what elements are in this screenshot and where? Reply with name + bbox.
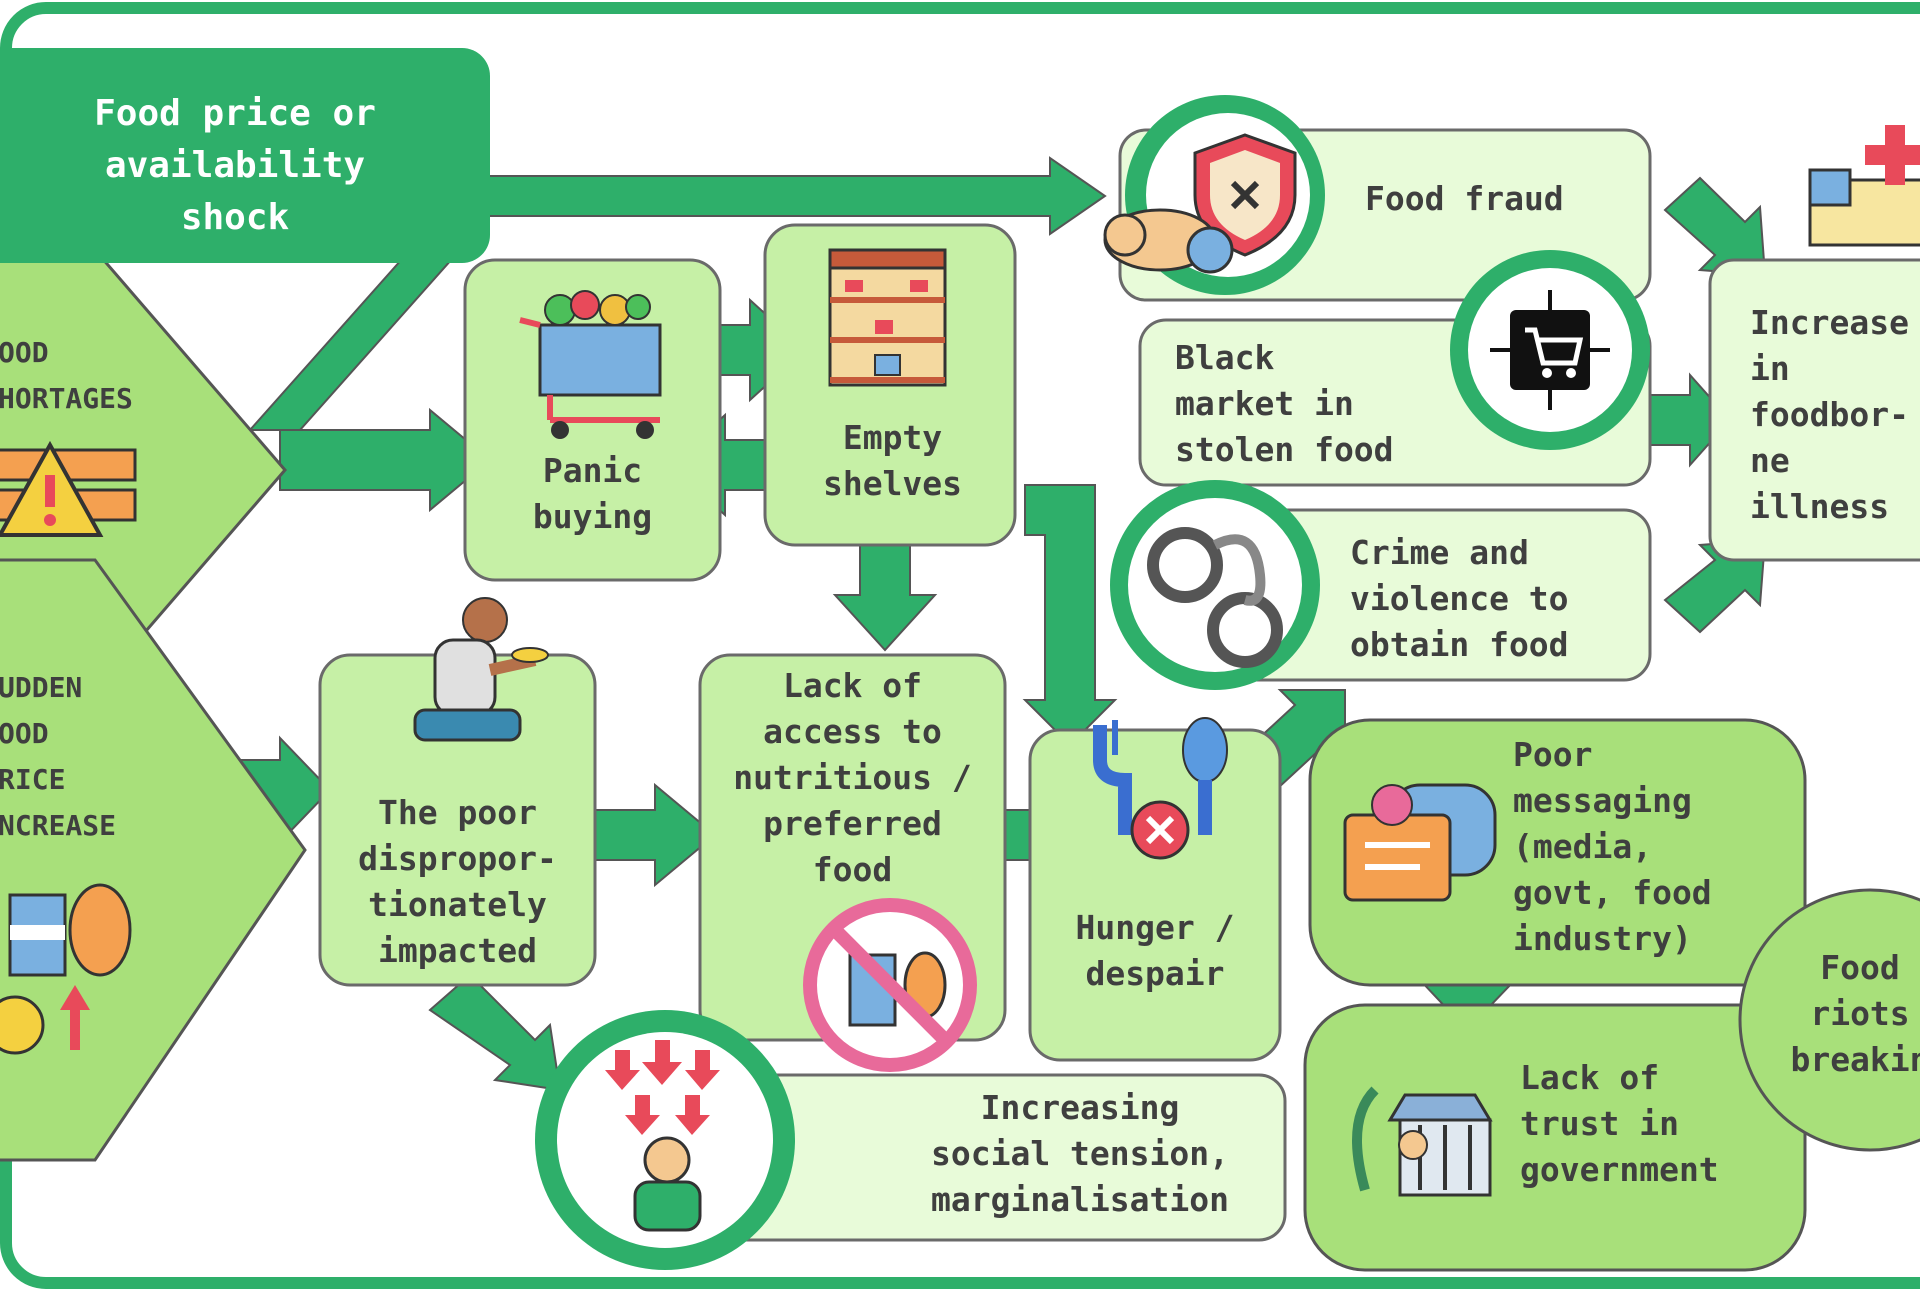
label-food-shortages: OOD HORTAGES	[0, 336, 133, 415]
black-market-cart-icon	[1490, 290, 1610, 410]
label-crime-violence: Crime and violence to obtain food	[1350, 533, 1569, 664]
message-bubbles-icon	[1343, 783, 1497, 902]
label-poor-impacted: The poor dispropor- tionately impacted	[358, 793, 557, 970]
arrow-shelves-to-hunger	[1022, 484, 1118, 747]
node-illness-bg	[1708, 258, 1920, 562]
no-cutlery-icon	[1093, 717, 1228, 860]
label-lack-access: Lack of access to nutritious / preferred…	[733, 666, 972, 889]
label-foodborne-illness: Increase in foodbor- ne illness	[1750, 303, 1909, 526]
shelves-icon	[828, 248, 947, 387]
label-food-fraud: Food fraud	[1365, 179, 1564, 218]
label-hunger-despair: Hunger / despair	[1075, 908, 1235, 993]
diamond-price-increase	[0, 558, 307, 1162]
label-black-market: Black market in stolen food	[1175, 338, 1394, 469]
government-building-icon	[1352, 1086, 1493, 1197]
shield-x-icon	[1193, 133, 1297, 257]
stress-person-icon	[605, 1040, 720, 1232]
shopping-cart-icon	[519, 290, 662, 439]
arrow-shock-diagonal	[247, 249, 463, 431]
arrow-poor-to-tension	[428, 973, 562, 1092]
arrow-shock-to-fraud	[479, 156, 1107, 236]
beggar-icon	[413, 597, 549, 742]
label-poor-messaging: Poor messaging (media, govt, food indust…	[1513, 735, 1712, 958]
arrow-shortages-to-panic	[279, 407, 492, 513]
shock-header: Food price or availability shock	[94, 93, 376, 238]
grocery-pound-icon	[0, 883, 132, 1055]
node-trust-bg	[1303, 1003, 1807, 1272]
node-riots-bg	[1738, 888, 1920, 1152]
shock-header-box	[0, 48, 490, 263]
arrow-fraud-to-illness	[1663, 176, 1767, 277]
handcuffs-icon	[1147, 527, 1283, 668]
node-hunger-bg	[1028, 728, 1282, 1062]
label-sudden-price-increase: UDDEN OOD RICE NCREASE	[0, 671, 117, 842]
warning-icon	[0, 440, 137, 537]
label-panic-buying: Panic buying	[532, 451, 653, 536]
arrow-shelves-down	[832, 529, 938, 652]
arrow-poor-to-access	[594, 782, 717, 888]
label-social-tension: Increasing social tension, marginalisati…	[930, 1088, 1229, 1219]
label-lack-trust: Lack of trust in government	[1520, 1058, 1719, 1189]
meat-icon	[1103, 208, 1234, 274]
label-empty-shelves: Empty shelves	[822, 418, 963, 503]
no-food-icon	[803, 898, 977, 1072]
first-aid-icon	[1808, 125, 1920, 247]
arrow-crime-to-illness	[1663, 538, 1767, 634]
label-food-riots: Food riots breakin	[1790, 948, 1920, 1079]
